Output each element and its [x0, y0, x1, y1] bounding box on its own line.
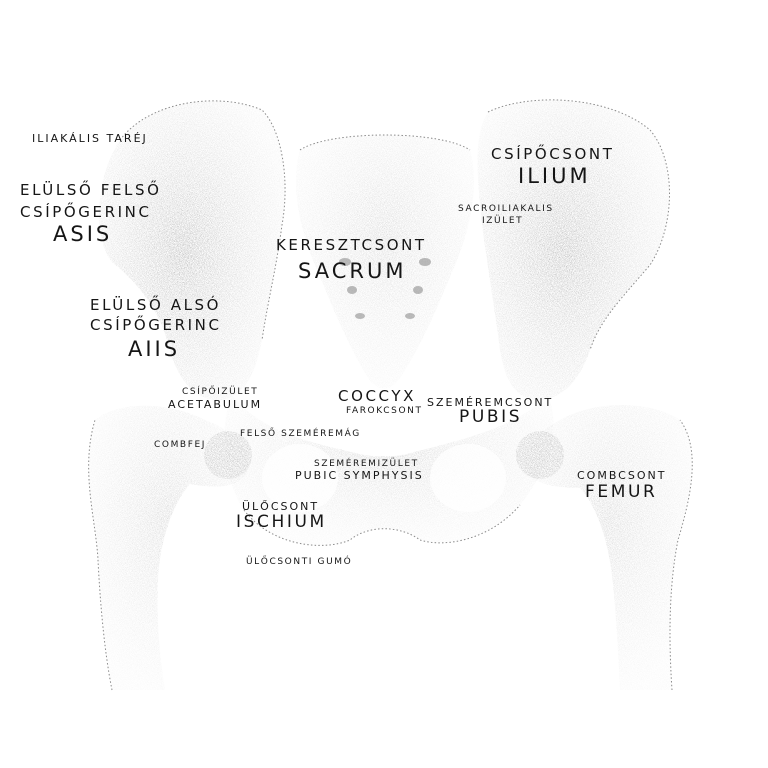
label-ischium: ISCHIUM	[236, 512, 327, 532]
label-aiis: AIIS	[128, 337, 181, 361]
left-femoral-head	[204, 431, 252, 479]
label-ischium-hungarian: ÜLŐCSONT	[242, 500, 320, 513]
right-femoral-head	[516, 431, 564, 479]
label-asis-hungarian-line2: CSÍPŐGERINC	[20, 203, 152, 221]
label-si-joint-line2: IZÜLET	[482, 216, 524, 226]
sacrum-shape	[295, 135, 475, 389]
label-sacrum-hungarian: KERESZTCSONT	[276, 236, 427, 254]
bone-outlines	[88, 99, 693, 691]
label-femur-hungarian: COMBCSONT	[577, 469, 667, 482]
left-obturator	[262, 444, 338, 512]
label-ilium-hungarian: CSÍPŐCSONT	[491, 145, 615, 163]
label-superior-pubic-ramus: FELSŐ SZEMÉREMÁG	[240, 429, 361, 439]
label-pubis: PUBIS	[459, 407, 523, 427]
label-pubis-hungarian: SZEMÉREMCSONT	[427, 396, 554, 409]
right-femur-shape	[524, 405, 693, 690]
label-femur: FEMUR	[585, 482, 658, 502]
label-iliac-crest: ILIAKÁLIS TARÉJ	[32, 132, 148, 145]
label-si-joint-line1: SACROILIAKALIS	[458, 204, 554, 214]
right-obturator	[430, 444, 506, 512]
label-asis-hungarian-line1: ELÜLSŐ FELSŐ	[20, 181, 162, 199]
label-acetabulum-hungarian: CSÍPŐIZÜLET	[182, 387, 259, 397]
label-symphysis: PUBIC SYMPHYSIS	[295, 469, 424, 482]
label-coccyx: COCCYX	[338, 387, 417, 405]
bone-stipple-shading	[88, 99, 693, 690]
label-symphysis-hungarian: SZEMÉREMIZÜLET	[314, 459, 419, 469]
left-femur-shape	[88, 405, 249, 690]
label-coccyx-hungarian: FAROKCSONT	[346, 406, 423, 416]
label-ilium: ILIUM	[518, 164, 591, 188]
label-aiis-hungarian-line2: CSÍPŐGERINC	[90, 316, 222, 334]
label-femoral-head: COMBFEJ	[154, 440, 207, 450]
right-ilium-shape	[477, 99, 670, 401]
left-ilium-shape	[99, 100, 286, 401]
label-asis: ASIS	[53, 222, 113, 246]
label-sacrum: SACRUM	[298, 259, 407, 283]
label-acetabulum: ACETABULUM	[168, 398, 263, 411]
label-ischial-tuberosity: ÜLŐCSONTI GUMÓ	[246, 557, 353, 567]
sacral-foramina	[339, 258, 431, 319]
label-aiis-hungarian-line1: ELÜLSŐ ALSÓ	[90, 296, 222, 314]
